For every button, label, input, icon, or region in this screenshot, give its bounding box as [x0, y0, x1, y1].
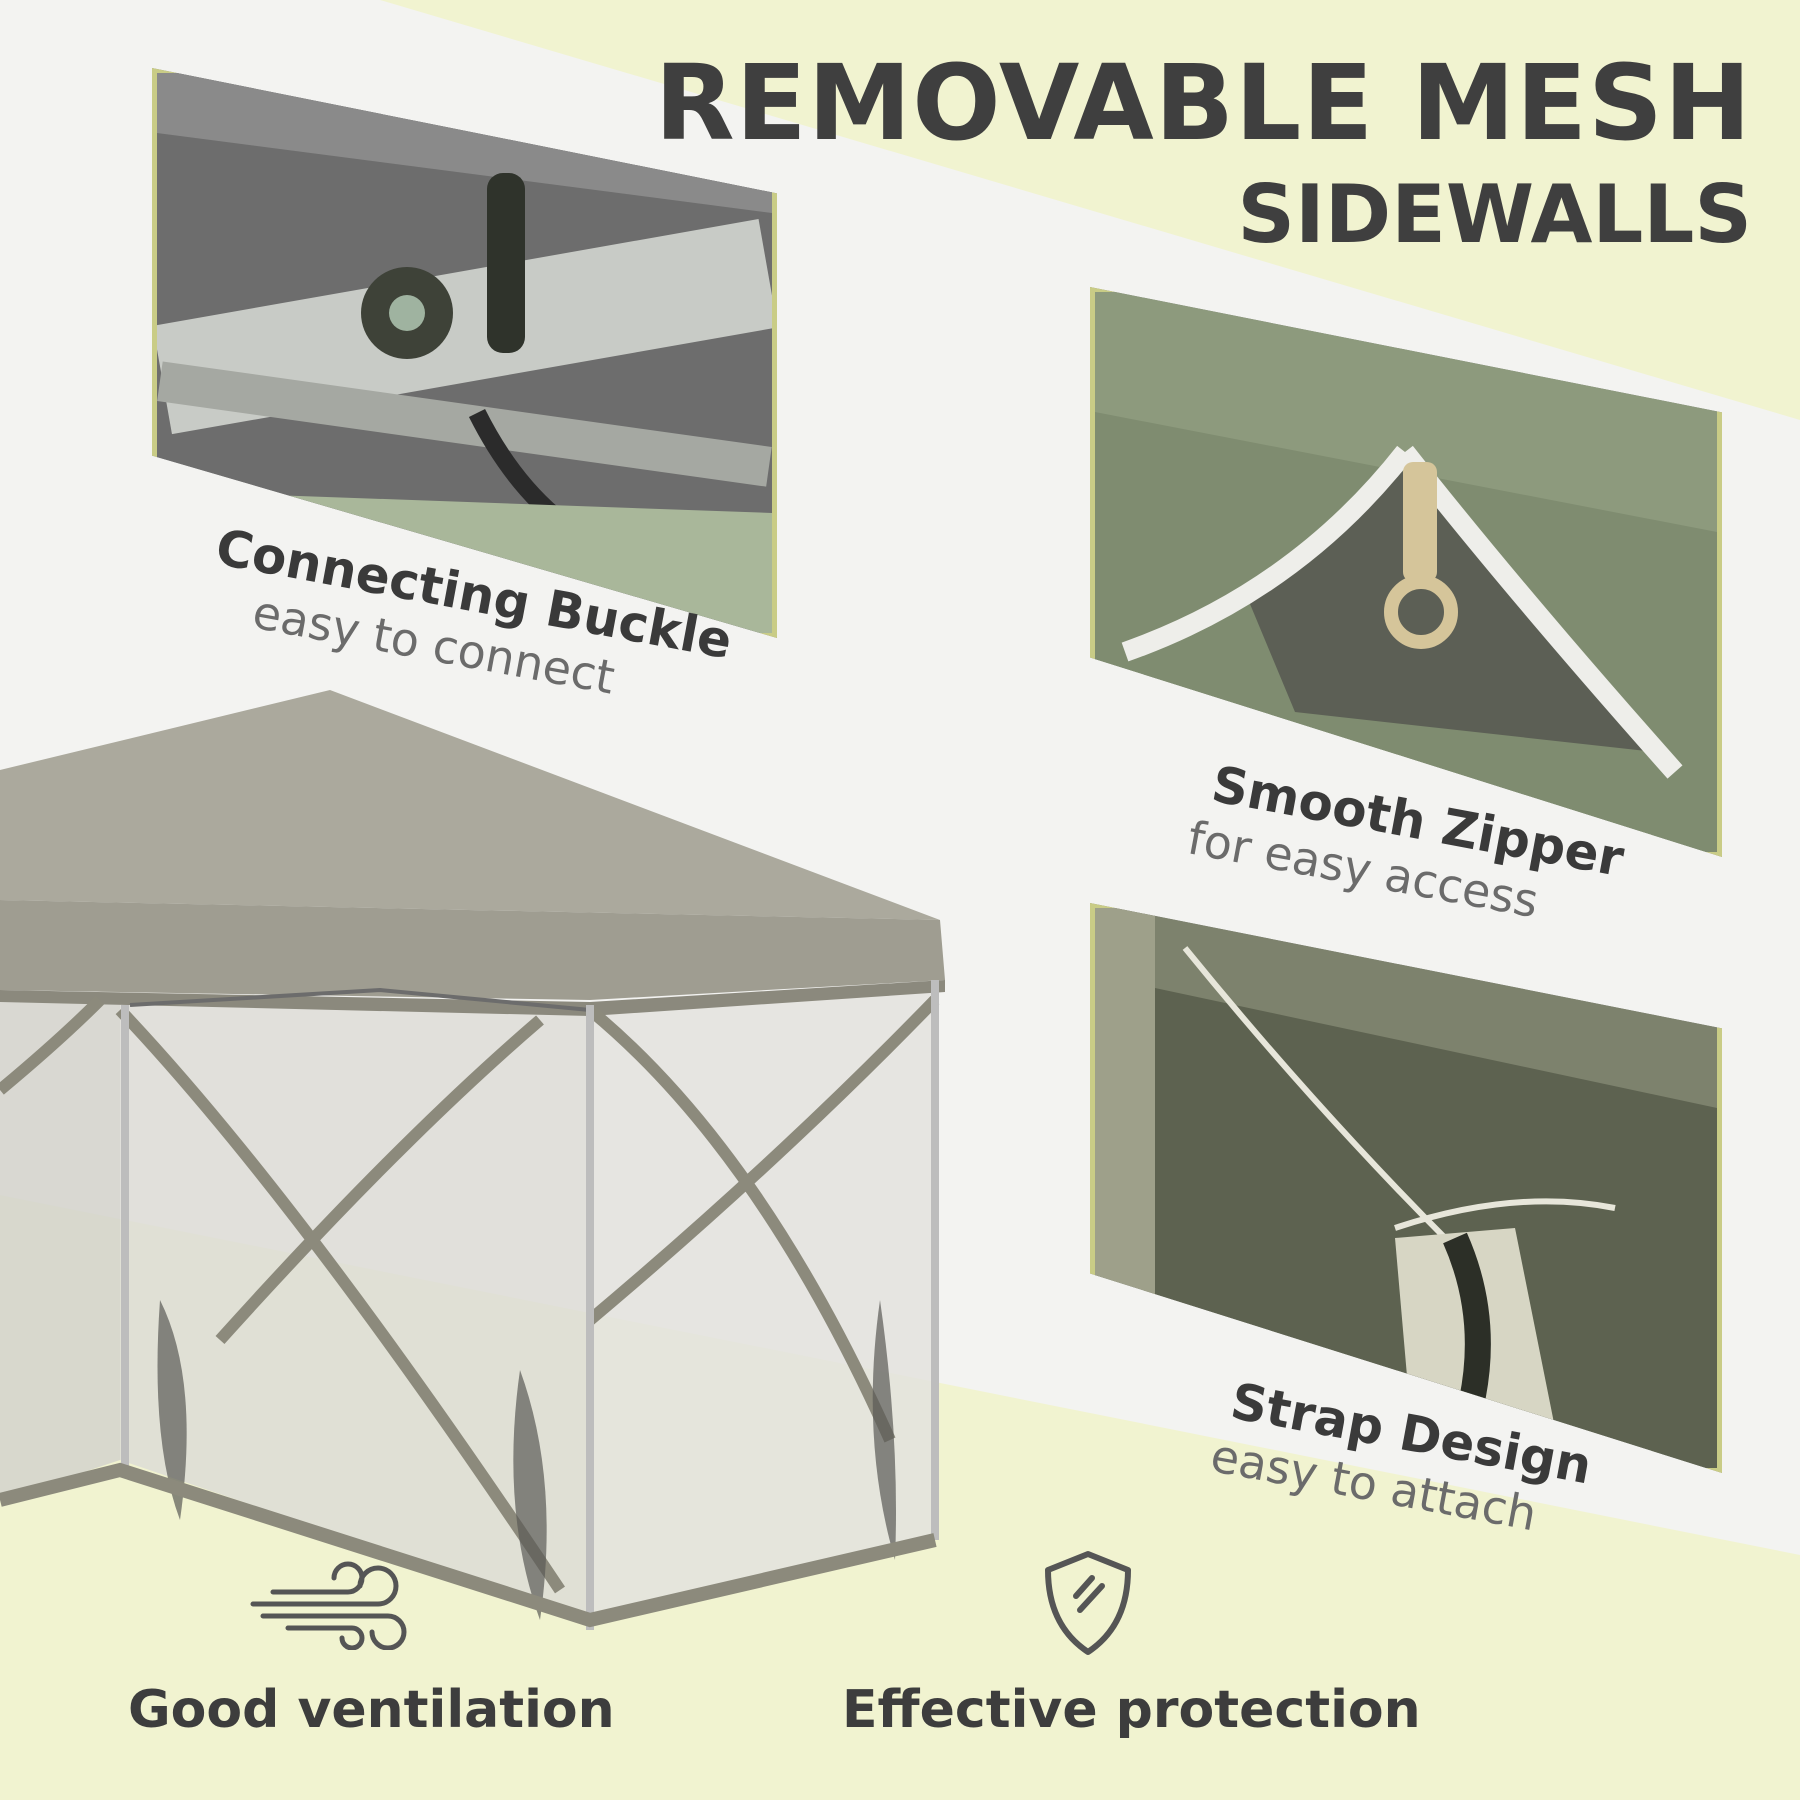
page-title-line2: SIDEWALLS: [1237, 168, 1752, 261]
wind-icon: [250, 1561, 407, 1650]
page-title-line1: REMOVABLE MESH: [654, 42, 1752, 164]
gazebo-with-mesh-sidewalls-image: [0, 690, 945, 1630]
benefit-good-ventilation: Good ventilation: [128, 1680, 615, 1740]
benefit-effective-protection: Effective protection: [842, 1680, 1421, 1740]
strap-closeup-image: [1090, 903, 1722, 1473]
shield-icon: [1045, 1551, 1131, 1655]
